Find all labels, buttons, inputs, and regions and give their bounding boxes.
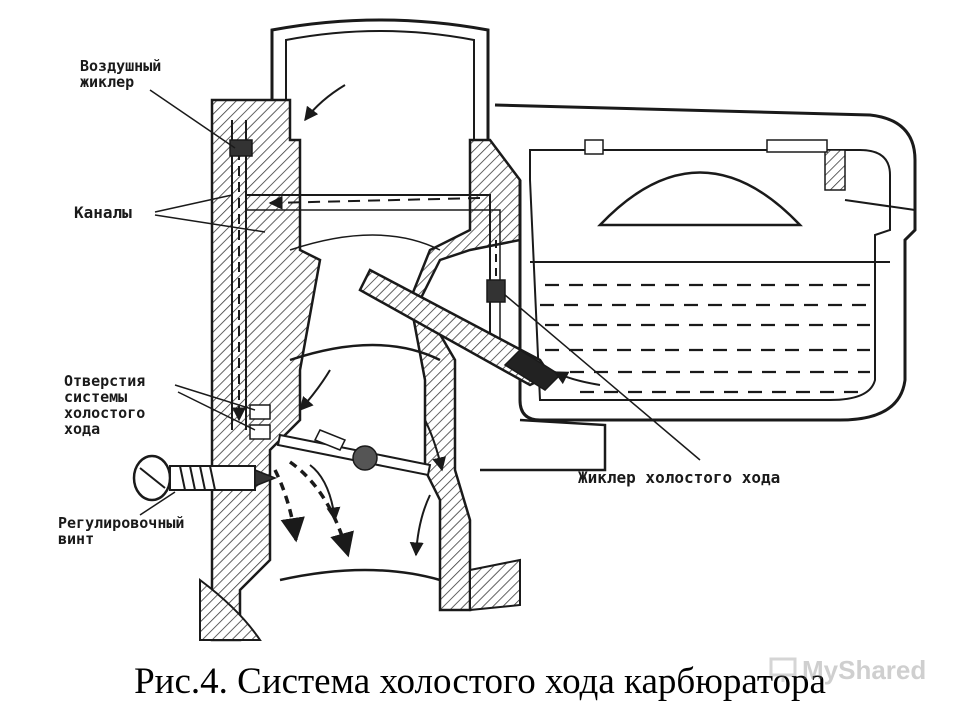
label-air-jet: Воздушный жиклер bbox=[80, 57, 162, 91]
adjusting-screw bbox=[132, 454, 278, 502]
leader-lines bbox=[139, 89, 701, 516]
label-channels: Каналы bbox=[74, 203, 132, 222]
air-jet-part bbox=[229, 139, 253, 157]
label-idle-holes: Отверстия системы холостого хода bbox=[64, 372, 146, 438]
figure-caption: Рис.4. Система холостого хода карбюратор… bbox=[134, 661, 826, 702]
presentation-icon bbox=[769, 657, 797, 682]
idle-jet-part bbox=[486, 279, 506, 303]
watermark-logo: MyShared bbox=[768, 652, 938, 688]
label-adjusting-screw: Регулировочный винт bbox=[58, 514, 185, 548]
watermark-text: MyShared bbox=[802, 654, 927, 685]
intake-tube bbox=[270, 18, 490, 140]
mixture-flow-arrows bbox=[273, 369, 446, 558]
main-nozzle bbox=[358, 268, 601, 391]
float-chamber bbox=[480, 103, 917, 472]
carburetor-body bbox=[199, 98, 522, 642]
label-idle-jet: Жиклер холостого хода bbox=[578, 468, 781, 487]
idle-holes bbox=[249, 404, 271, 440]
throttle-valve bbox=[276, 429, 432, 477]
